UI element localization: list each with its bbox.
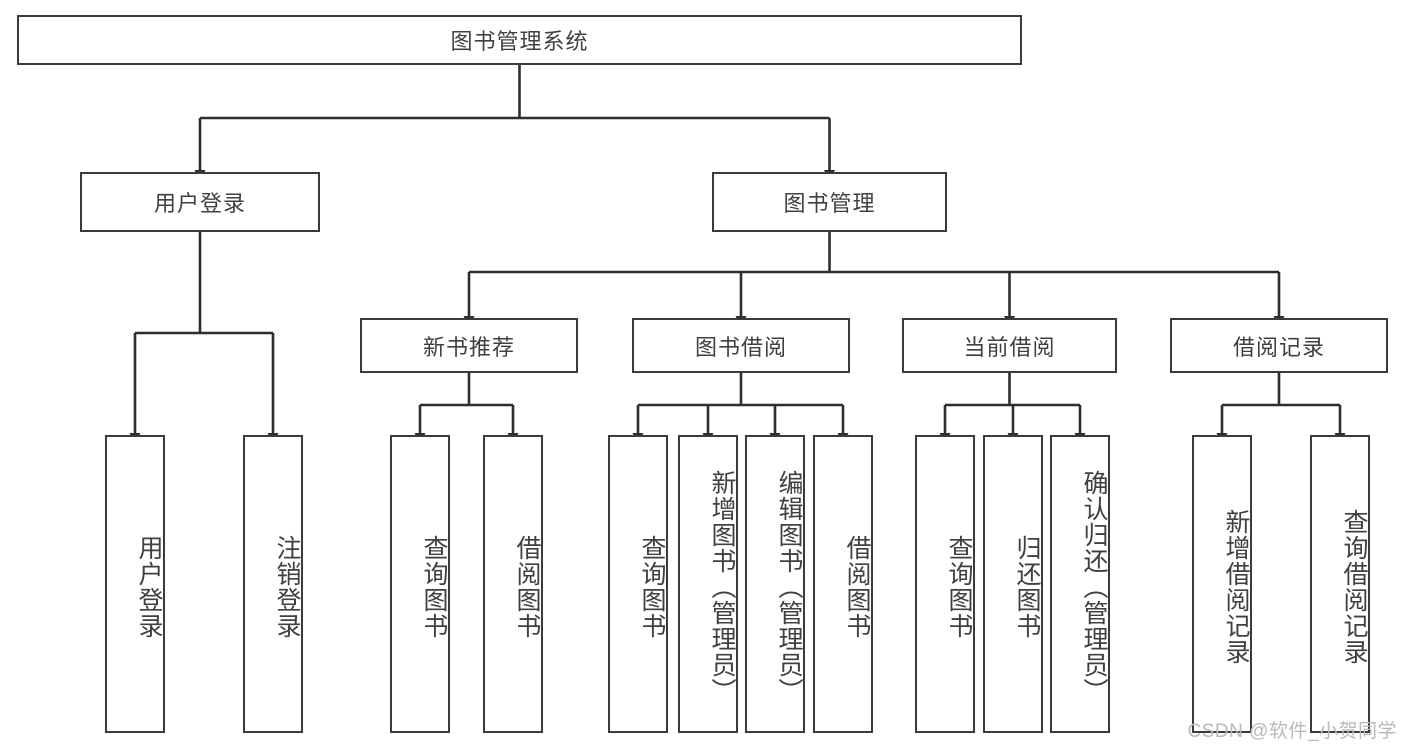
- node-label: 借阅图书: [843, 535, 871, 639]
- node-label: 当前借阅: [963, 334, 1056, 360]
- node-book-management[interactable]: 图书管理: [712, 172, 947, 232]
- node-leaf-bb-borrow-book[interactable]: 借阅图书: [813, 435, 873, 733]
- node-label: 查询借阅记录: [1340, 509, 1368, 665]
- node-label: 借阅记录: [1232, 334, 1325, 360]
- node-label: 查询图书: [945, 535, 973, 639]
- node-leaf-rec-borrow-book[interactable]: 借阅图书: [483, 435, 543, 733]
- node-leaf-bb-add-book-admin[interactable]: 新增图书（管理员）: [678, 435, 738, 733]
- node-current-borrowing[interactable]: 当前借阅: [902, 318, 1117, 373]
- node-leaf-br-query-record[interactable]: 查询借阅记录: [1310, 435, 1370, 733]
- node-leaf-cb-query-book[interactable]: 查询图书: [915, 435, 975, 733]
- node-leaf-bb-edit-book-admin[interactable]: 编辑图书（管理员）: [745, 435, 805, 733]
- node-leaf-rec-query-book[interactable]: 查询图书: [390, 435, 450, 733]
- node-label: 注销登录: [273, 535, 301, 639]
- node-label: 编辑图书（管理员）: [775, 470, 803, 704]
- node-label: 用户登录: [135, 535, 163, 639]
- node-label: 新增借阅记录: [1222, 509, 1250, 665]
- node-borrowing-record[interactable]: 借阅记录: [1170, 318, 1388, 373]
- node-user-login[interactable]: 用户登录: [80, 172, 320, 232]
- node-new-book-recommendation[interactable]: 新书推荐: [360, 318, 578, 373]
- node-label: 图书管理系统: [450, 29, 589, 54]
- node-leaf-cb-confirm-return-admin[interactable]: 确认归还（管理员）: [1050, 435, 1110, 733]
- node-label: 确认归还（管理员）: [1080, 470, 1108, 704]
- node-label: 归还图书: [1013, 535, 1041, 639]
- node-root-book-management-system[interactable]: 图书管理系统: [17, 15, 1022, 65]
- node-label: 查询图书: [420, 535, 448, 639]
- node-book-borrowing[interactable]: 图书借阅: [632, 318, 850, 373]
- node-label: 查询图书: [638, 535, 666, 639]
- node-label: 图书管理: [783, 191, 876, 216]
- node-leaf-bb-query-book[interactable]: 查询图书: [608, 435, 668, 733]
- node-leaf-cb-return-book[interactable]: 归还图书: [983, 435, 1043, 733]
- node-label: 图书借阅: [694, 334, 787, 360]
- watermark-text: CSDN @软件_小贺同学: [1187, 721, 1397, 742]
- node-leaf-br-add-record[interactable]: 新增借阅记录: [1192, 435, 1252, 733]
- node-label: 新书推荐: [422, 334, 515, 360]
- node-leaf-user-logout[interactable]: 注销登录: [243, 435, 303, 733]
- node-label: 新增图书（管理员）: [708, 470, 736, 704]
- node-label: 用户登录: [153, 191, 246, 216]
- node-leaf-user-login[interactable]: 用户登录: [105, 435, 165, 733]
- node-label: 借阅图书: [513, 535, 541, 639]
